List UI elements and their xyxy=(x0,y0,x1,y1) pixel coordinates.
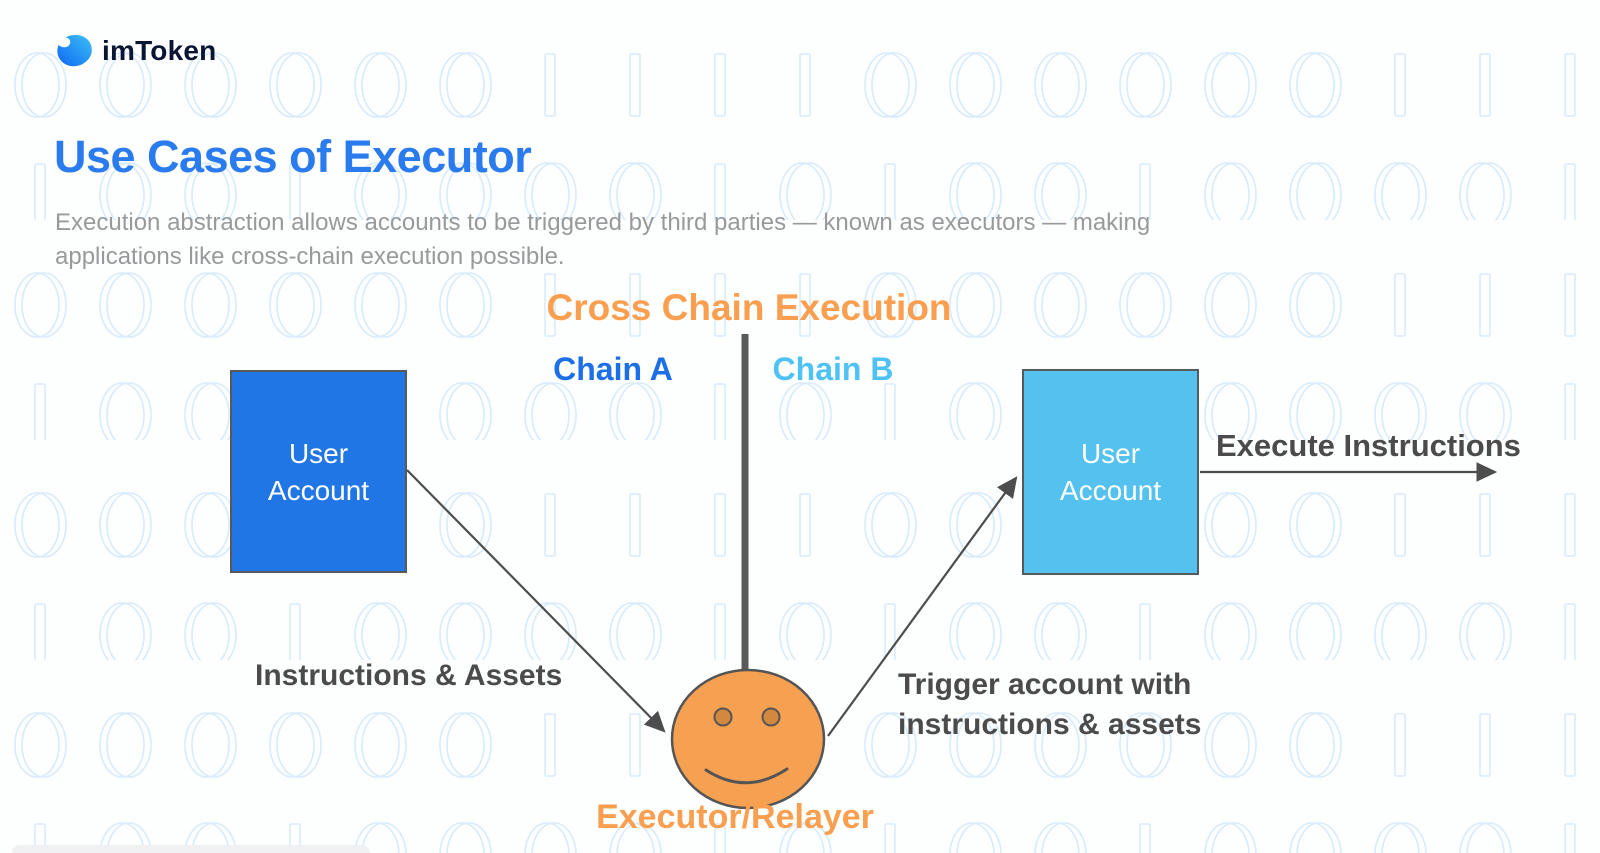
face-eye-right-icon xyxy=(761,707,781,727)
chain-a-label: Chain A xyxy=(553,351,673,387)
page-subtitle-line1: Execution abstraction allows accounts to… xyxy=(55,209,1151,236)
executor-relayer-label: Executor/Relayer xyxy=(596,798,874,836)
bottom-card-edge xyxy=(12,845,370,853)
imtoken-bird-icon xyxy=(57,35,92,67)
user-account-label-left: User Account xyxy=(267,437,370,506)
execute-instructions-label: Execute Instructions xyxy=(1216,428,1521,463)
page-subtitle-line2: applications like cross-chain execution … xyxy=(55,243,565,270)
imtoken-logo: imToken xyxy=(54,33,216,69)
page-title: Use Cases of Executor xyxy=(54,131,532,182)
imtoken-logo-text: imToken xyxy=(102,35,217,66)
user-account-box-chain-b: User Account xyxy=(1022,369,1199,575)
face-eye-left-icon xyxy=(713,707,733,727)
user-account-label-right: User Account xyxy=(1059,438,1162,506)
trigger-account-label: Trigger account with instructions & asse… xyxy=(898,665,1201,745)
smiley-face xyxy=(670,668,826,810)
instructions-assets-label: Instructions & Assets xyxy=(255,659,563,692)
page-subtitle: Execution abstraction allows accounts to… xyxy=(55,206,1150,274)
trigger-account-label-line1: Trigger account with xyxy=(898,668,1192,701)
cross-chain-heading: Cross Chain Execution xyxy=(546,287,952,328)
user-account-box-chain-a: User Account xyxy=(230,370,407,573)
face-smile-icon xyxy=(704,767,789,785)
chain-b-label: Chain B xyxy=(772,351,894,387)
executor-face-icon xyxy=(670,668,826,810)
trigger-account-label-line2: instructions & assets xyxy=(898,708,1202,741)
